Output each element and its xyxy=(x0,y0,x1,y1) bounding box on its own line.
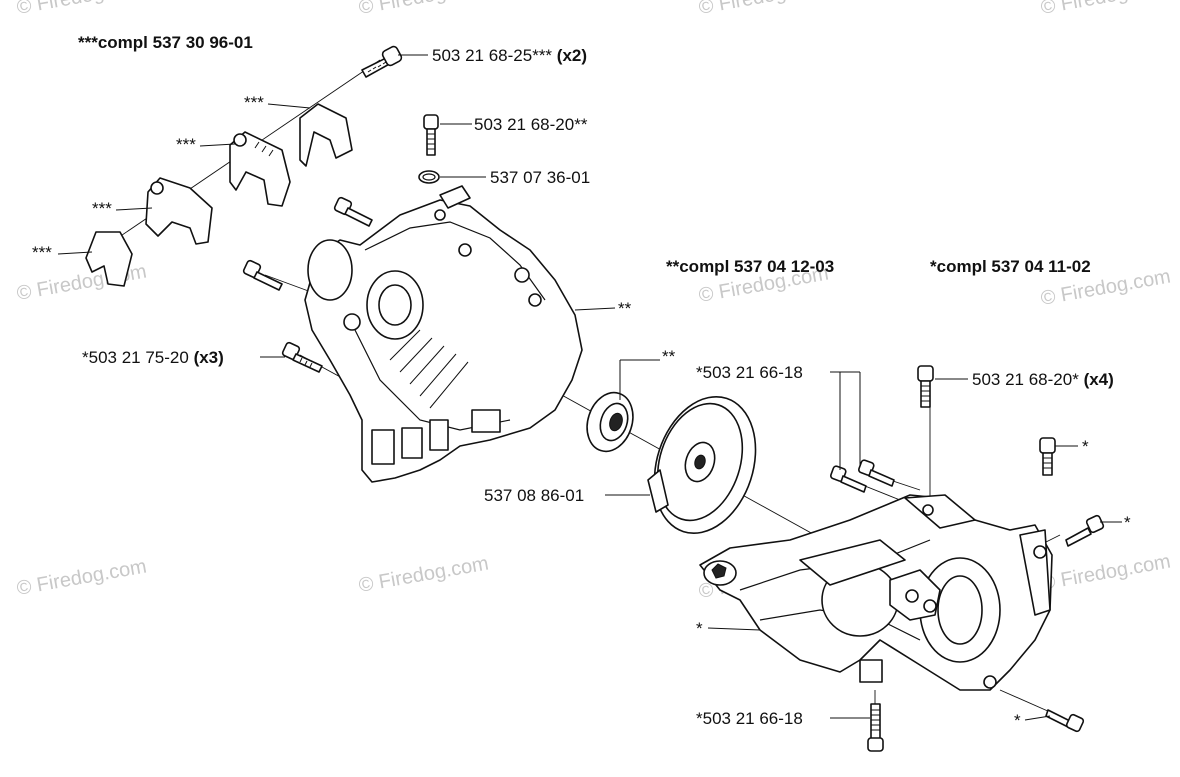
watermark-9: © Firedog.com xyxy=(357,0,490,19)
label-bolt-503-21-75-20: *503 21 75-20 (x3) xyxy=(82,348,224,367)
label-compl-537-04-12-03: **compl 537 04 12-03 xyxy=(666,257,834,276)
label-compl-537-04-11-02: *compl 537 04 11-02 xyxy=(930,257,1091,276)
watermark-4: © Firedog.com xyxy=(15,555,148,599)
bolt-503-21-66-18-pair xyxy=(830,459,895,493)
bolt-housing-left-b xyxy=(242,259,283,291)
label-bolt-503-21-66-18-top: *503 21 66-18 xyxy=(696,363,803,382)
label-bolt-503-21-68-20-top: 503 21 68-20** xyxy=(474,115,588,134)
label-housing: ** xyxy=(618,299,632,318)
watermarks: © Firedog.com © Firedog.com © Firedog.co… xyxy=(15,0,1172,603)
label-clamp-c: *** xyxy=(92,199,112,218)
watermark-5: © Firedog.com xyxy=(357,552,490,596)
bolt-503-21-68-20-top xyxy=(423,114,439,156)
bolt-503-21-66-18-bottom xyxy=(867,703,884,752)
ring-537-07-36-01 xyxy=(418,170,440,184)
bolt-503-21-75-20 xyxy=(281,341,323,373)
clamp-parts xyxy=(85,103,353,287)
label-ring-537-07-36-01: 537 07 36-01 xyxy=(490,168,590,187)
label-crankcase: * xyxy=(696,619,703,638)
label-flywheel-537-08-86-01: 537 08 86-01 xyxy=(484,486,584,505)
bolt-503-21-68-20-right xyxy=(917,365,934,408)
crankcase xyxy=(699,494,1053,691)
bolt-star-c xyxy=(1045,709,1085,733)
label-bolt-503-21-66-18-bottom: *503 21 66-18 xyxy=(696,709,803,728)
bearing xyxy=(586,391,634,453)
label-star-c: * xyxy=(1014,711,1021,730)
label-clamp-d: *** xyxy=(32,243,52,262)
bolt-star-a xyxy=(1039,437,1056,476)
label-bolt-503-21-68-20-right: 503 21 68-20* (x4) xyxy=(972,370,1114,389)
part-labels: ***compl 537 30 96-01 503 21 68-25*** (x… xyxy=(32,33,1131,730)
bolt-star-b xyxy=(1065,514,1105,547)
label-bolt-503-21-68-25: 503 21 68-25*** (x2) xyxy=(432,46,587,65)
bolt-housing-left-a xyxy=(333,196,373,227)
flywheel xyxy=(647,395,757,535)
watermark-11: © Firedog.com xyxy=(1039,0,1172,19)
label-clamp-a: *** xyxy=(244,93,264,112)
label-star-a: * xyxy=(1082,437,1089,456)
leader-lines xyxy=(57,54,1122,721)
label-clamp-b: *** xyxy=(176,135,196,154)
watermark-7: © Firedog.com xyxy=(1039,550,1172,594)
housing-main xyxy=(304,185,583,483)
bolt-503-21-68-25 xyxy=(361,45,403,78)
watermark-8: © Firedog.com xyxy=(15,0,148,19)
label-compl-537-30-96-01: ***compl 537 30 96-01 xyxy=(78,33,253,52)
watermark-10: © Firedog.com xyxy=(697,0,830,19)
label-bearing: ** xyxy=(662,347,676,366)
label-star-b: * xyxy=(1124,513,1131,532)
